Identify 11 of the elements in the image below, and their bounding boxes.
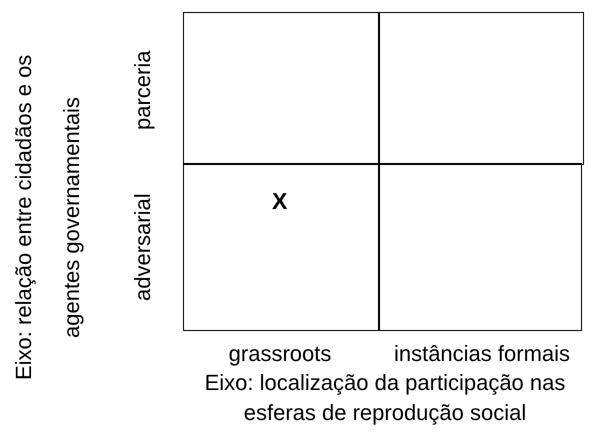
- row-label: adversarial: [130, 192, 156, 304]
- matrix-cell: [183, 12, 380, 165]
- cell-mark: X: [272, 188, 288, 215]
- matrix-cell: [378, 163, 582, 331]
- axis-title: Eixo: localização da participação nas esferas de reprodução social: [204, 369, 566, 427]
- matrix-cell: [183, 163, 380, 331]
- row-label: parceria: [130, 49, 156, 132]
- axis-title: Eixo: relação entre cidadãos e os agentes governamentais: [10, 54, 85, 382]
- column-label: instâncias formais: [392, 340, 572, 368]
- matrix-cell: [378, 12, 584, 165]
- column-label: grassroots: [228, 340, 332, 368]
